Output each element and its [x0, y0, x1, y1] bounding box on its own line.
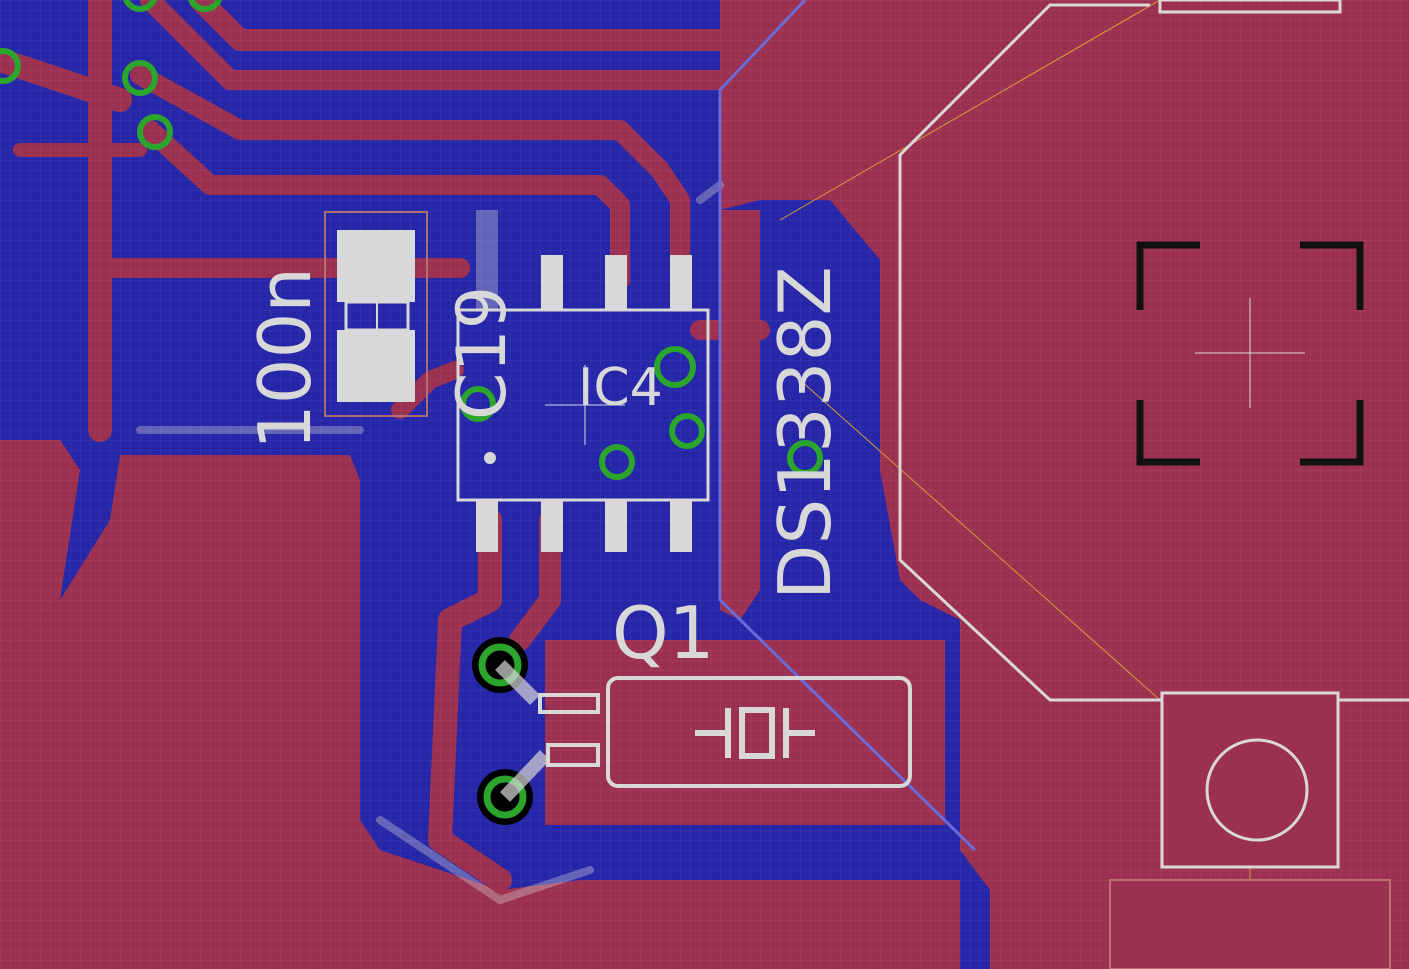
ic4-value-label: DS1338Z: [763, 266, 847, 600]
q1-name-label: Q1: [612, 591, 714, 675]
vias: [0, 0, 823, 480]
ic4-name-label: IC4: [578, 358, 663, 418]
pad-hole: [1205, 738, 1309, 842]
battery-holder-outline: [898, 0, 1409, 702]
battery-pad[interactable]: [1160, 691, 1340, 869]
connector-pad[interactable]: [1109, 879, 1391, 969]
c19-name-label: C19: [443, 286, 522, 420]
layer-boundary: [718, 0, 977, 852]
c19-capacitor[interactable]: [324, 211, 428, 417]
c19-value-label: 100n: [243, 267, 327, 450]
ratsnest-line: [779, 0, 1161, 221]
ic4-package[interactable]: [456, 210, 710, 552]
pad-crosshair: [1195, 298, 1305, 408]
q1-crystal[interactable]: [538, 676, 912, 788]
q1-pads[interactable]: [472, 637, 551, 825]
pad-brackets: [1136, 241, 1364, 466]
